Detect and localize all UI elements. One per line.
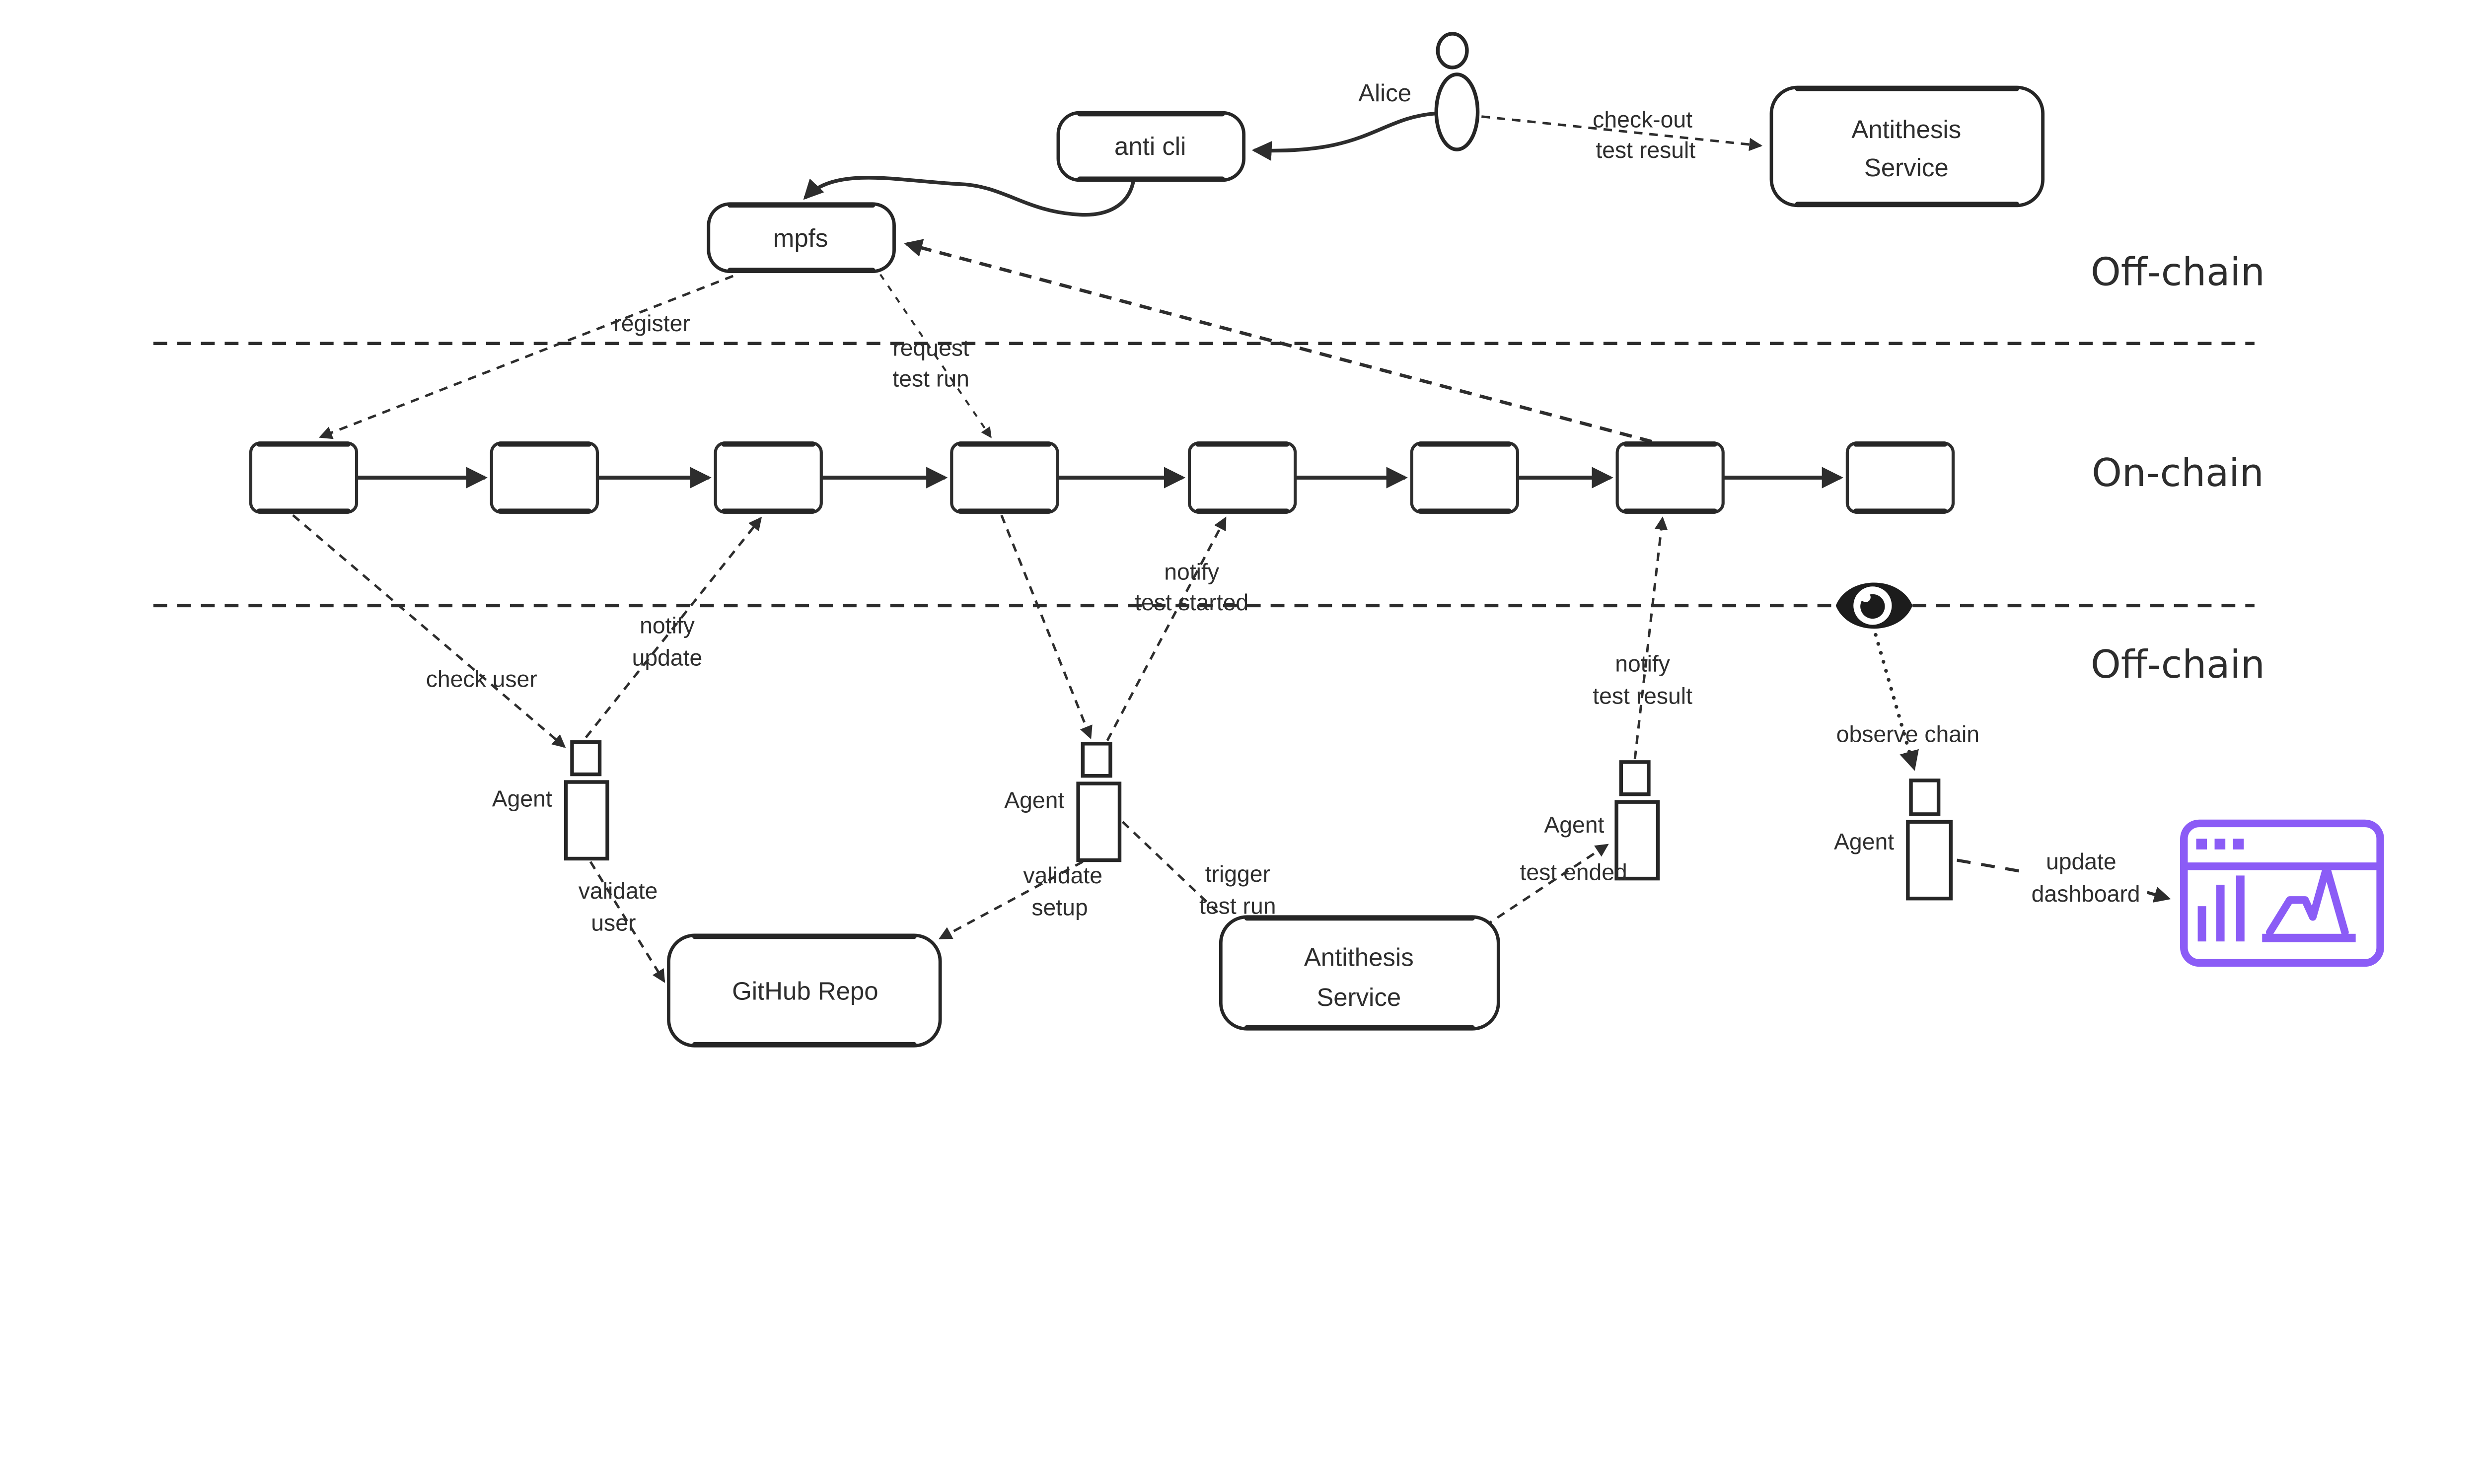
edge-update-dashboard bbox=[1957, 858, 2028, 874]
label-observe-chain: observe chain bbox=[1836, 721, 1979, 747]
actor-alice-label: Alice bbox=[1358, 79, 1411, 107]
bar-chart-bar-small bbox=[2197, 906, 2206, 942]
chain-block-4 bbox=[950, 441, 1059, 514]
actor-body bbox=[1434, 72, 1480, 151]
label-checkout-line1: check-out bbox=[1593, 106, 1692, 132]
actor-head bbox=[1436, 32, 1469, 70]
label-validate-setup-line1: validate bbox=[1023, 862, 1102, 888]
label-request-line2: test run bbox=[892, 365, 969, 391]
label-register: register bbox=[613, 310, 690, 336]
browser-dot bbox=[2233, 839, 2244, 849]
node-github-repo-label: GitHub Repo bbox=[732, 977, 878, 1005]
label-request-line1: request bbox=[892, 335, 969, 360]
chain-block-3 bbox=[714, 441, 823, 514]
agent-3-head bbox=[1619, 760, 1651, 796]
node-antithesis-service-top: Antithesis Service bbox=[1769, 85, 2045, 208]
node-mpfs-label: mpfs bbox=[773, 224, 828, 252]
chain-block-row bbox=[249, 441, 1955, 514]
agent-2-head bbox=[1081, 742, 1112, 778]
label-validate-user-line1: validate bbox=[579, 878, 658, 904]
edge-trigger-test-run bbox=[1121, 821, 1222, 917]
agent-3: Agent bbox=[1544, 760, 1660, 881]
edge-validate-user bbox=[589, 861, 665, 983]
agent-2-label: Agent bbox=[1004, 787, 1064, 813]
node-antithesis-bottom-label-line1: Antithesis bbox=[1304, 943, 1414, 972]
edge-alice-to-anticli bbox=[1251, 111, 1436, 161]
edge-notify-update bbox=[584, 516, 762, 739]
actor-alice: Alice bbox=[1358, 32, 1480, 151]
label-notify-update-line2: update bbox=[632, 644, 703, 670]
chain-block-5 bbox=[1187, 441, 1297, 514]
chain-block-2 bbox=[490, 441, 599, 514]
node-anti-cli-label: anti cli bbox=[1114, 132, 1186, 160]
bar-chart-bar-medium bbox=[2216, 884, 2225, 942]
label-notify-result-line2: test result bbox=[1593, 683, 1692, 709]
label-check-user: check user bbox=[426, 666, 537, 692]
agent-2-body bbox=[1076, 781, 1122, 862]
node-anti-cli: anti cli bbox=[1056, 111, 1246, 182]
edge-update-dashboard-arrowhead bbox=[2146, 886, 2171, 903]
edge-request-test-run bbox=[879, 274, 992, 438]
node-github-repo: GitHub Repo bbox=[667, 933, 942, 1048]
agent-1-label: Agent bbox=[492, 785, 552, 811]
browser-dot bbox=[2214, 839, 2226, 849]
node-antithesis-bottom-label-line2: Service bbox=[1316, 983, 1401, 1011]
agent-3-label: Agent bbox=[1544, 812, 1604, 838]
label-trigger-line2: test run bbox=[1199, 893, 1276, 919]
agent-4: Agent bbox=[1834, 778, 1953, 901]
label-notify-result-line1: notify bbox=[1615, 651, 1671, 677]
lane-label-offchain-bottom: Off-chain bbox=[2091, 642, 2265, 687]
label-validate-user-line2: user bbox=[591, 910, 636, 936]
label-notify-started-line2: test started bbox=[1135, 589, 1248, 615]
agent-2: Agent bbox=[1004, 742, 1122, 862]
label-test-ended: test ended bbox=[1520, 859, 1627, 885]
label-trigger-line1: trigger bbox=[1205, 861, 1270, 887]
label-notify-started-line1: notify bbox=[1164, 559, 1220, 584]
agent-1: Agent bbox=[492, 740, 609, 861]
node-mpfs: mpfs bbox=[707, 202, 896, 274]
diagram-canvas: Off-chain On-chain Off-chain bbox=[153, 32, 2384, 1048]
edge-validate-setup bbox=[938, 860, 1084, 940]
agent-4-body bbox=[1906, 820, 1953, 901]
edge-notify-test-result bbox=[1633, 516, 1668, 759]
eye-observer-icon bbox=[1835, 582, 1913, 629]
edge-check-user bbox=[292, 514, 566, 748]
edge-block4-to-agent2 bbox=[1000, 514, 1093, 739]
line-chart-baseline bbox=[2262, 933, 2356, 942]
bar-chart-bar-tall bbox=[2236, 875, 2245, 942]
chain-block-7 bbox=[1615, 441, 1725, 514]
agent-1-body bbox=[564, 780, 609, 861]
agent-4-head bbox=[1909, 778, 1941, 816]
browser-analytics-dashboard-icon bbox=[2180, 819, 2384, 967]
label-checkout-line2: test result bbox=[1596, 137, 1695, 163]
chain-block-6 bbox=[1410, 441, 1519, 514]
node-antithesis-top-label-line1: Antithesis bbox=[1851, 115, 1961, 143]
label-update-dashboard-line1: update bbox=[2046, 848, 2117, 874]
lane-label-onchain: On-chain bbox=[2092, 451, 2264, 495]
edge-register bbox=[318, 275, 734, 439]
lane-label-offchain-top: Off-chain bbox=[2091, 250, 2265, 294]
edge-anticli-to-mpfs bbox=[803, 176, 1135, 217]
chain-block-8 bbox=[1845, 441, 1955, 514]
edge-block7-to-mpfs bbox=[904, 239, 1652, 443]
edge-checkout-test-result bbox=[1481, 115, 1763, 151]
label-update-dashboard-line2: dashboard bbox=[2032, 881, 2140, 907]
agent-3-body bbox=[1614, 800, 1660, 881]
node-antithesis-top-label-line2: Service bbox=[1864, 153, 1949, 182]
agent-1-head bbox=[570, 740, 602, 777]
line-chart-peak bbox=[2265, 864, 2349, 936]
node-antithesis-service-bottom: Antithesis Service bbox=[1219, 915, 1500, 1031]
label-validate-setup-line2: setup bbox=[1031, 895, 1088, 920]
chain-block-1 bbox=[249, 441, 359, 514]
edge-notify-test-started bbox=[1106, 516, 1227, 741]
edge-test-ended bbox=[1484, 844, 1609, 927]
architecture-diagram: Off-chain On-chain Off-chain bbox=[153, 32, 2384, 1048]
browser-dot bbox=[2196, 839, 2207, 849]
agent-4-label: Agent bbox=[1834, 829, 1894, 854]
label-notify-update-line1: notify bbox=[640, 612, 695, 638]
edge-observe-chain bbox=[1874, 633, 1919, 771]
